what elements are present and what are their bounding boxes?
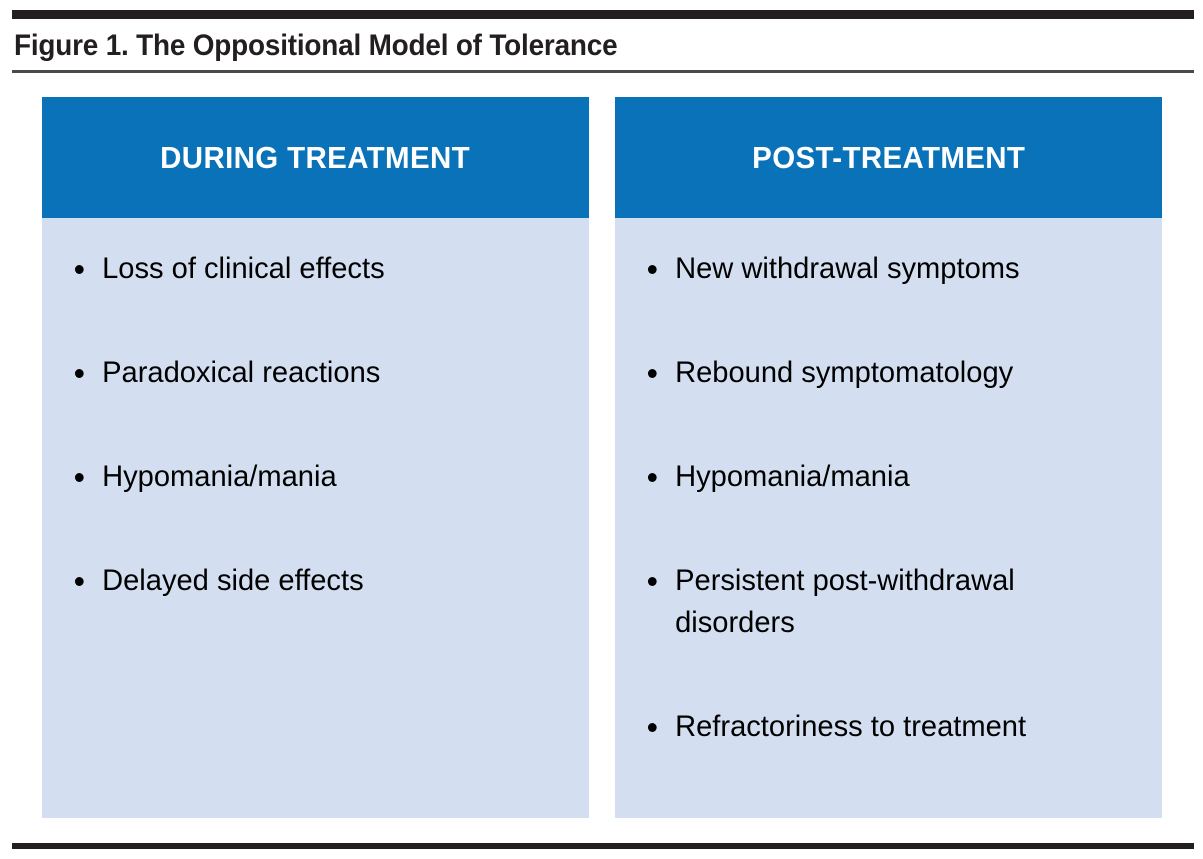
bullet-list-post-treatment: New withdrawal symptoms Rebound symptoma… [646,248,1148,748]
column-body-during-treatment: Loss of clinical effects Paradoxical rea… [42,218,589,818]
bullet-dot-icon [74,265,84,274]
list-item-label: Persistent post-withdrawal disorders [675,564,1015,639]
bullet-dot-icon [74,577,84,586]
column-body-post-treatment: New withdrawal symptoms Rebound symptoma… [615,218,1162,818]
bullet-dot-icon [647,265,657,274]
list-item-label: New withdrawal symptoms [675,252,1020,285]
list-item-label: Delayed side effects [102,564,364,597]
list-item: Loss of clinical effects [73,248,560,290]
list-item: Rebound symptomatology [646,352,1133,394]
list-item: Delayed side effects [73,560,560,602]
list-item: Hypomania/mania [646,456,1133,498]
bullet-dot-icon [647,369,657,378]
bullet-list-during-treatment: Loss of clinical effects Paradoxical rea… [73,248,575,602]
column-header-label-during-treatment: DURING TREATMENT [160,139,471,175]
list-item: Paradoxical reactions [73,352,560,394]
top-rule-divider [12,10,1194,19]
list-item-label: Loss of clinical effects [102,252,385,285]
list-item-label: Hypomania/mania [675,460,910,493]
list-item-label: Rebound symptomatology [675,356,1014,389]
bullet-dot-icon [647,723,657,732]
list-item: Refractoriness to treatment [646,706,1133,748]
figure-caption: Figure 1. The Oppositional Model of Tole… [14,29,618,62]
column-header-post-treatment: POST-TREATMENT [615,97,1162,218]
bottom-rule-divider [12,843,1194,849]
column-post-treatment: POST-TREATMENT New withdrawal symptoms R… [615,97,1162,818]
column-header-label-post-treatment: POST-TREATMENT [751,139,1026,175]
list-item: Hypomania/mania [73,456,560,498]
column-during-treatment: DURING TREATMENT Loss of clinical effect… [42,97,589,818]
list-item: New withdrawal symptoms [646,248,1133,290]
caption-rule-divider [12,70,1194,73]
bullet-dot-icon [74,473,84,482]
bullet-dot-icon [647,473,657,482]
list-item: Persistent post-withdrawal disorders [646,560,1133,644]
list-item-label: Paradoxical reactions [102,356,381,389]
list-item-label: Refractoriness to treatment [675,710,1027,743]
bullet-dot-icon [647,577,657,586]
bullet-dot-icon [74,369,84,378]
column-header-during-treatment: DURING TREATMENT [42,97,589,218]
list-item-label: Hypomania/mania [102,460,337,493]
